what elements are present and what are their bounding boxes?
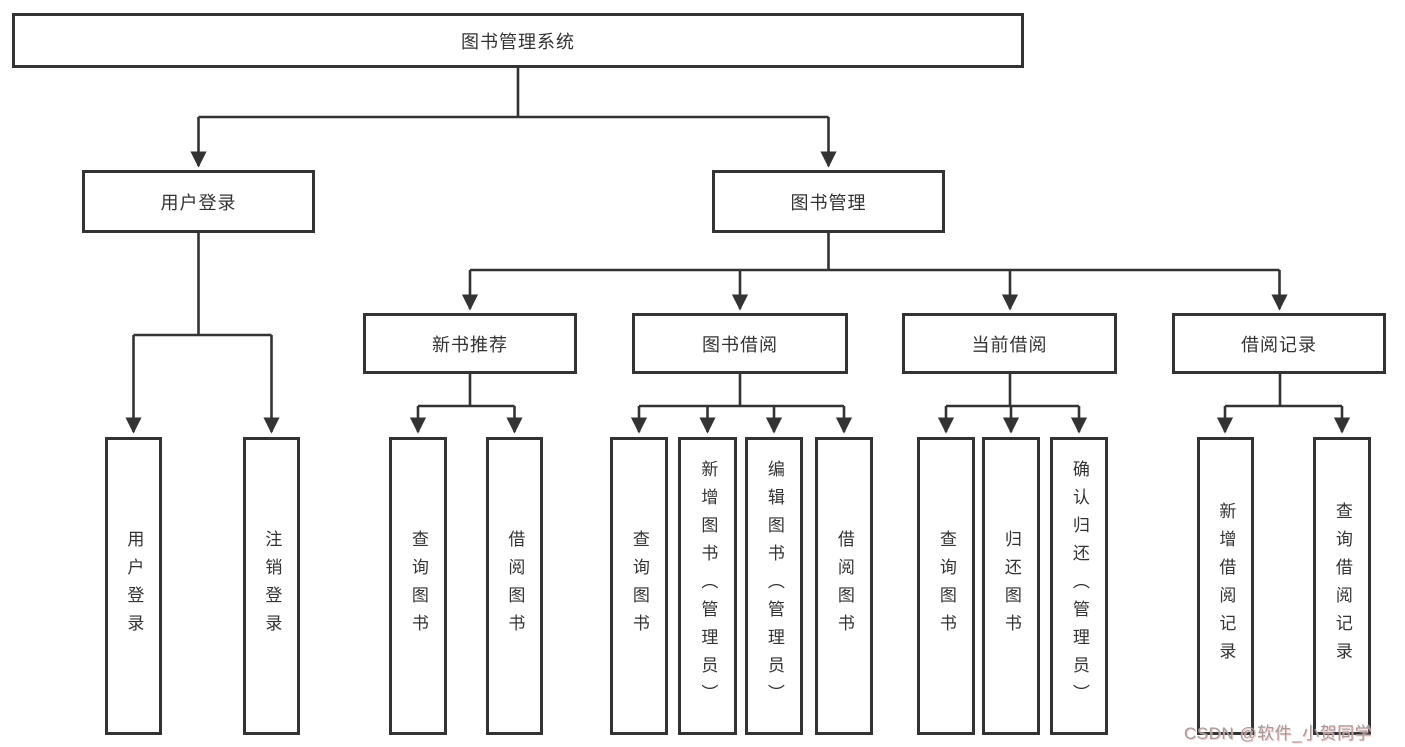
node-current-borrow-label: 当前借阅: [971, 334, 1048, 355]
leaf-logout: 注销登录: [243, 437, 300, 735]
leaf-bb-query-book: 查询图书: [610, 437, 668, 735]
leaf-cb-confirm-return-admin: 确认归还（管理员）: [1050, 437, 1108, 735]
node-book-borrow-label: 图书借阅: [702, 334, 778, 355]
leaf-user-login: 用户登录: [105, 437, 162, 735]
leaf-bb-query-book-label: 查询图书: [629, 530, 649, 642]
node-borrow-record: 借阅记录: [1172, 313, 1386, 374]
node-user-login: 用户登录: [82, 170, 315, 233]
csdn-watermark: CSDN @软件_小贺同学: [1184, 724, 1373, 743]
node-user-login-label: 用户登录: [160, 192, 237, 213]
leaf-cb-return-book: 归还图书: [982, 437, 1040, 735]
leaf-user-login-label: 用户登录: [124, 530, 144, 642]
leaf-br-query-record: 查询借阅记录: [1313, 437, 1371, 735]
leaf-bb-borrow-book-label: 借阅图书: [834, 530, 854, 642]
leaf-br-add-record-label: 新增借阅记录: [1216, 502, 1236, 670]
node-borrow-record-label: 借阅记录: [1241, 334, 1317, 355]
leaf-cb-return-book-label: 归还图书: [1001, 530, 1021, 642]
node-book-management: 图书管理: [712, 170, 945, 233]
leaf-rec-borrow-book-label: 借阅图书: [505, 530, 525, 642]
leaf-logout-label: 注销登录: [262, 530, 282, 642]
leaf-br-add-record: 新增借阅记录: [1197, 437, 1254, 735]
node-book-management-label: 图书管理: [790, 192, 867, 213]
leaf-bb-edit-book-admin: 编辑图书（管理员）: [745, 437, 803, 735]
leaf-cb-query-book: 查询图书: [917, 437, 975, 735]
node-root: 图书管理系统: [12, 13, 1024, 68]
leaf-br-query-record-label: 查询借阅记录: [1332, 502, 1352, 670]
leaf-rec-query-book: 查询图书: [389, 437, 447, 735]
leaf-bb-edit-book-admin-label: 编辑图书（管理员）: [764, 460, 784, 712]
node-current-borrow: 当前借阅: [902, 313, 1117, 374]
node-new-book-recommend: 新书推荐: [363, 313, 577, 374]
leaf-bb-add-book-admin-label: 新增图书（管理员）: [698, 460, 718, 712]
leaf-rec-borrow-book: 借阅图书: [486, 437, 543, 735]
leaf-cb-confirm-return-admin-label: 确认归还（管理员）: [1069, 460, 1089, 712]
leaf-cb-query-book-label: 查询图书: [936, 530, 956, 642]
leaf-bb-borrow-book: 借阅图书: [815, 437, 873, 735]
node-new-book-recommend-label: 新书推荐: [432, 334, 508, 355]
node-book-borrow: 图书借阅: [632, 313, 848, 374]
node-root-label: 图书管理系统: [461, 31, 575, 52]
leaf-bb-add-book-admin: 新增图书（管理员）: [678, 437, 737, 735]
leaf-rec-query-book-label: 查询图书: [408, 530, 428, 642]
